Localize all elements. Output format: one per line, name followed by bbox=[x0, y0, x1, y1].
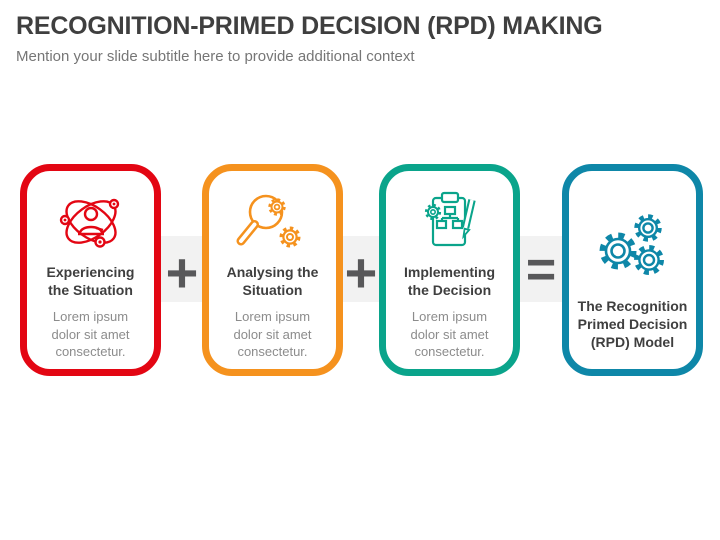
card-body: Lorem ipsum dolor sit amet consectetur. bbox=[233, 309, 312, 359]
equals-connector: = bbox=[525, 241, 557, 299]
slide-subtitle: Mention your slide subtitle here to prov… bbox=[16, 48, 415, 65]
slide-title: RECOGNITION-PRIMED DECISION (RPD) MAKING bbox=[16, 12, 603, 40]
person-network-icon bbox=[51, 187, 131, 259]
process-band bbox=[100, 236, 620, 302]
card-body: Lorem ipsum dolor sit amet consectetur. bbox=[410, 309, 489, 359]
plus-connector: + bbox=[344, 240, 378, 304]
card-title: Analysing the Situation bbox=[226, 264, 319, 299]
card-title: Experiencing the Situation bbox=[46, 264, 135, 299]
magnifier-gears-icon bbox=[233, 187, 313, 259]
card-rpd-model: The Recognition Primed Decision (RPD) Mo… bbox=[562, 164, 703, 376]
card-body: Lorem ipsum dolor sit amet consectetur. bbox=[51, 309, 130, 359]
slide-header: RECOGNITION-PRIMED DECISION (RPD) MAKING… bbox=[16, 12, 706, 65]
gears-icon bbox=[588, 203, 678, 289]
clipboard-plan-icon bbox=[410, 187, 490, 259]
card-title: Implementing the Decision bbox=[403, 264, 495, 299]
card-title: The Recognition Primed Decision (RPD) Mo… bbox=[577, 298, 688, 351]
card-analysing-situation: Analysing the Situation Lorem ipsum dolo… bbox=[202, 164, 343, 376]
plus-connector: + bbox=[165, 240, 199, 304]
card-experiencing-situation: Experiencing the Situation Lorem ipsum d… bbox=[20, 164, 161, 376]
card-implementing-decision: Implementing the Decision Lorem ipsum do… bbox=[379, 164, 520, 376]
